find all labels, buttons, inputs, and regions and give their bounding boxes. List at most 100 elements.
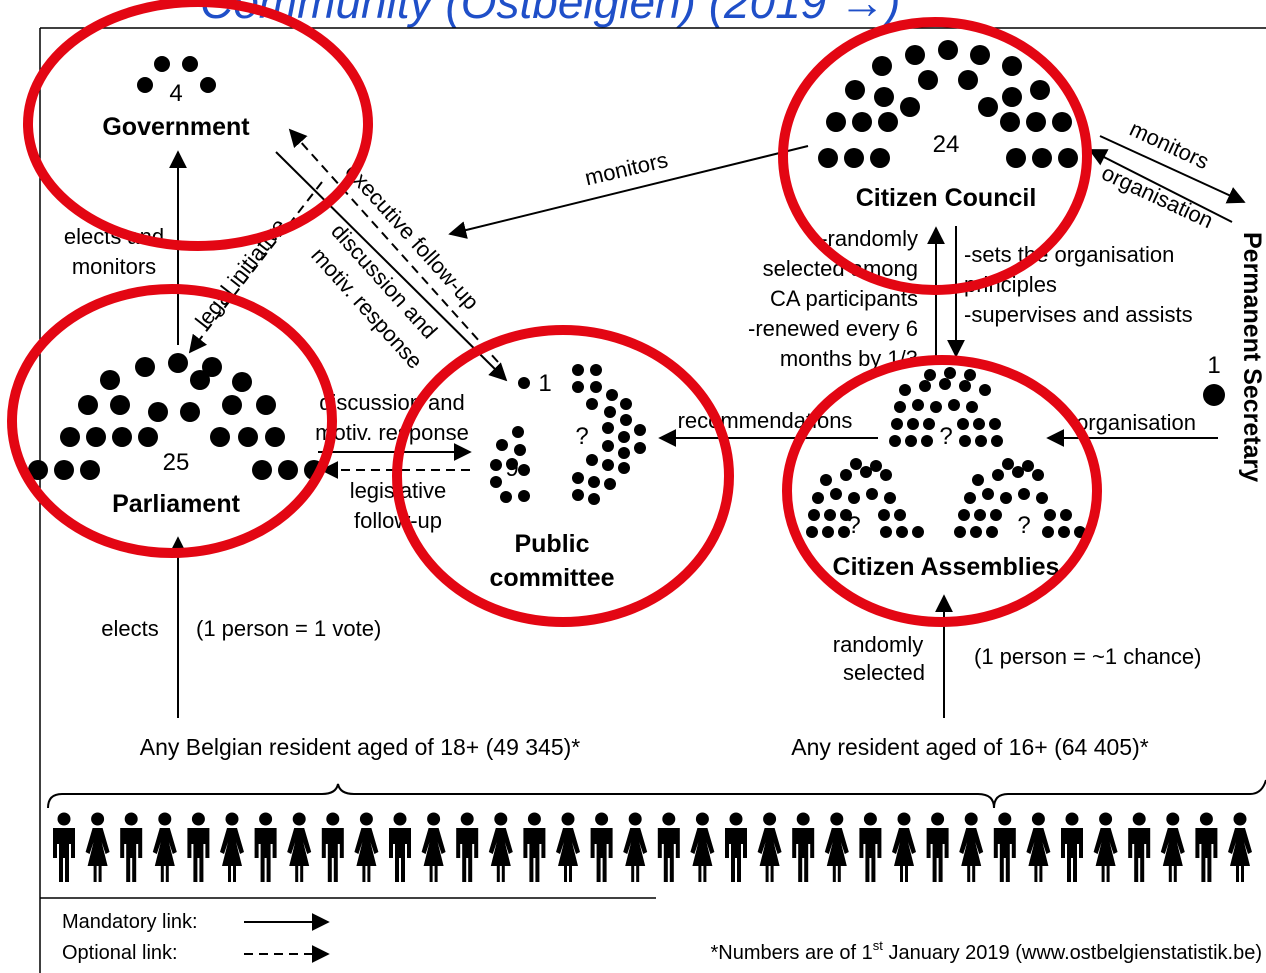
label-randomly-1: randomly (833, 632, 923, 657)
man-icon (321, 812, 344, 882)
secretary-seat (1203, 384, 1225, 406)
assembly-left-seats (806, 458, 924, 538)
highlight-group (7, 0, 1102, 627)
woman-icon (959, 812, 984, 882)
label-disc-motiv-h-1: discussion and (319, 390, 465, 415)
man-icon (254, 812, 277, 882)
population-people-row (53, 812, 1252, 882)
link-secretary-organisation-council (1088, 149, 1233, 223)
man-icon (53, 812, 75, 882)
brace-belgian (47, 783, 995, 809)
label-council-down-1: -randomly (820, 226, 918, 251)
assembly-top-seats (889, 367, 1003, 447)
committee-seat-count-b: 9 (505, 455, 518, 482)
legend-optional-label: Optional link: (62, 942, 178, 964)
government-seats (137, 56, 216, 93)
label-recommendations: recommendations (678, 408, 853, 433)
label-council-down-3: CA participants (770, 286, 918, 311)
secretary-seat-count: 1 (1207, 352, 1220, 379)
committee-seat-count-c: ? (575, 423, 588, 450)
secretary-label: Permanent Secretary (1238, 232, 1266, 482)
woman-icon (892, 812, 916, 882)
footnote-sup: st (873, 938, 884, 953)
government-seat-count: 4 (169, 80, 182, 107)
footnote-pre: *Numbers are of 1 (710, 942, 872, 964)
woman-icon (85, 812, 110, 882)
man-icon (187, 812, 210, 882)
council-label: Citizen Council (856, 184, 1037, 212)
man-icon (456, 812, 479, 882)
committee-label-line1: Public (514, 530, 589, 558)
council-seat-count: 24 (933, 131, 960, 158)
parliament-label: Parliament (112, 490, 241, 518)
label-randomly-2: selected (843, 660, 925, 685)
label-monitors-right: monitors (1126, 116, 1213, 174)
label-elects-monitors-2: monitors (72, 254, 156, 279)
man-icon (1195, 812, 1218, 882)
council-seats (818, 40, 1078, 168)
woman-icon (421, 812, 446, 882)
man-icon (1061, 812, 1083, 882)
woman-icon (354, 812, 379, 882)
link-legal-initiative (188, 181, 323, 354)
man-icon (389, 812, 411, 882)
woman-icon (220, 812, 244, 882)
woman-icon (757, 812, 782, 882)
label-council-right-1: -sets the organisation (964, 242, 1174, 267)
label-one-vote: (1 person = 1 vote) (196, 616, 381, 641)
footnote: *Numbers are of 1st January 2019 (www.os… (710, 938, 1262, 964)
man-icon (120, 812, 143, 882)
label-organisation-secretary: organisation (1076, 410, 1196, 435)
highlight-government (23, 0, 373, 251)
man-icon (725, 812, 747, 882)
man-icon (657, 812, 680, 882)
woman-icon (690, 812, 715, 882)
label-elects: elects (101, 616, 158, 641)
assembly-right-seats (954, 458, 1086, 538)
woman-icon (1026, 812, 1051, 882)
population-resident-label: Any resident aged of 16+ (64 405)* (791, 734, 1148, 760)
man-icon (993, 812, 1016, 882)
committee-label-line2: committee (489, 564, 614, 592)
assembly-right-count: ? (1017, 512, 1030, 539)
committee-seat-count-a: 1 (538, 370, 551, 397)
link-council-monitors (448, 145, 809, 239)
woman-icon (1160, 812, 1185, 882)
diagram-title: Community (Ostbelgien) (2019 →) (200, 0, 900, 28)
highlight-assemblies (782, 355, 1102, 627)
label-council-down-4: -renewed every 6 (748, 316, 918, 341)
footnote-post: January 2019 (www.ostbelgienstatistik.be… (883, 942, 1262, 964)
woman-icon (1093, 812, 1118, 882)
woman-icon (824, 812, 849, 882)
woman-icon (1228, 812, 1252, 882)
assemblies-label: Citizen Assemblies (833, 553, 1060, 581)
committee-seats (490, 364, 646, 505)
highlight-council (778, 17, 1092, 295)
woman-icon (556, 812, 580, 882)
man-icon (523, 812, 546, 882)
assembly-left-count: ? (847, 512, 860, 539)
parliament-seat-count: 25 (163, 449, 190, 476)
legend-mandatory-label: Mandatory link: (62, 911, 198, 933)
government-label: Government (102, 113, 250, 141)
woman-icon (152, 812, 177, 882)
highlight-parliament (7, 284, 337, 558)
man-icon (859, 812, 882, 882)
woman-icon (488, 812, 513, 882)
link-council-monitors-secretary (1099, 135, 1246, 204)
man-icon (792, 812, 815, 882)
woman-icon (287, 812, 312, 882)
link-government-committee (275, 151, 508, 382)
brace-resident-right (993, 779, 1266, 809)
woman-icon (623, 812, 648, 882)
highlight-committee (392, 325, 734, 627)
label-disc-motiv-h-2: motiv. response (315, 420, 469, 445)
label-one-chance: (1 person = ~1 chance) (974, 644, 1201, 669)
man-icon (1128, 812, 1151, 882)
brace-spacer (48, 796, 986, 820)
link-executive-followup (288, 128, 499, 363)
parliament-seats (28, 353, 324, 480)
brace-resident-tip (354, 776, 1028, 794)
man-icon (590, 812, 613, 882)
